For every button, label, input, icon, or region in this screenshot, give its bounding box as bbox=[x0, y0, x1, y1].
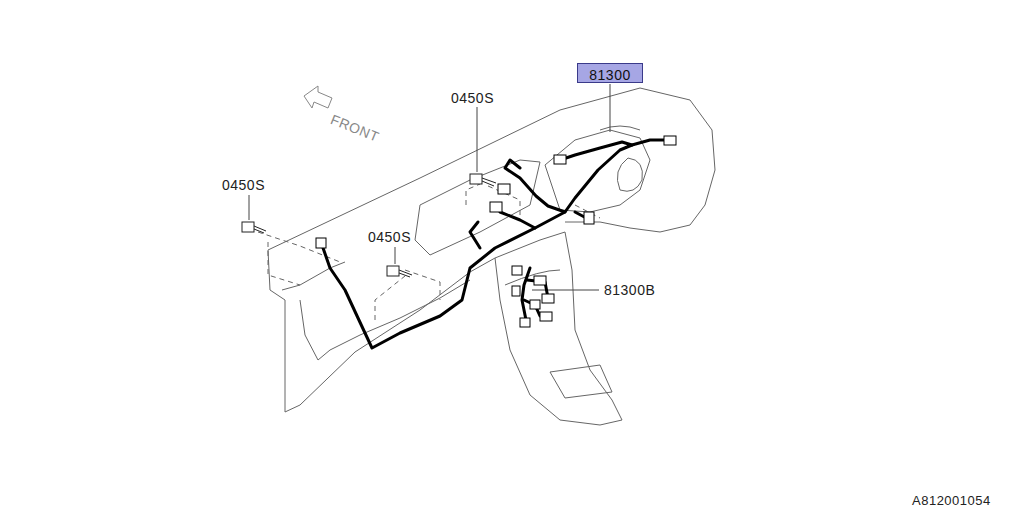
callout-number: 81300 bbox=[589, 68, 630, 82]
part-number: 81300B bbox=[604, 283, 655, 297]
part-number: 0450S bbox=[368, 230, 411, 244]
diagram-id: A812001054 bbox=[912, 494, 991, 507]
direction-label: FRONT bbox=[329, 112, 381, 144]
part-number: 0450S bbox=[222, 178, 265, 192]
highlighted-callout-box: 81300 bbox=[577, 63, 643, 83]
part-number: 0450S bbox=[451, 91, 494, 105]
